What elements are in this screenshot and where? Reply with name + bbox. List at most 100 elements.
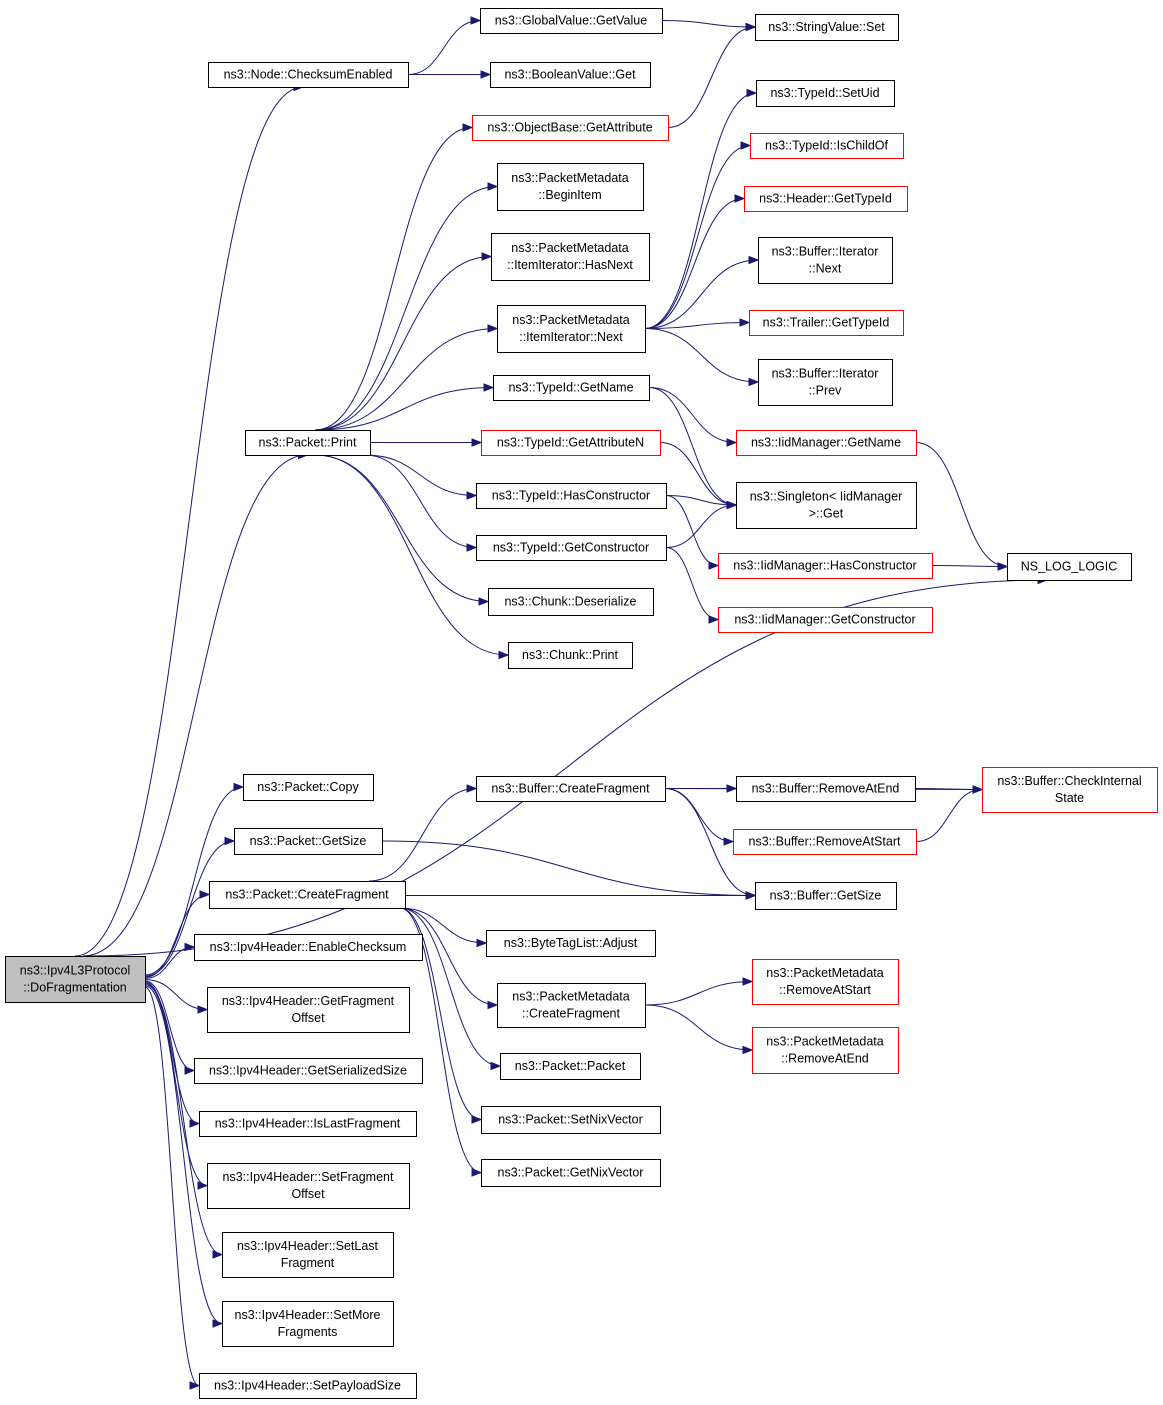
node-ipIsLastFrag[interactable]: ns3::Ipv4Header::IsLastFragment: [199, 1111, 417, 1137]
node-objGetAttr[interactable]: ns3::ObjectBase::GetAttribute: [472, 115, 669, 141]
arrowhead-pmNext-to-typeIsChildOf: [740, 141, 752, 150]
node-chunkDeser[interactable]: ns3::Chunk::Deserialize: [488, 588, 654, 616]
edge-pmNext-to-trailerGetTypeId: [644, 322, 750, 329]
node-typeGetCtor[interactable]: ns3::TypeId::GetConstructor: [476, 535, 667, 561]
node-box-nsLogLogic: [1007, 553, 1132, 581]
node-packetSetNix[interactable]: ns3::Packet::SetNixVector: [481, 1106, 661, 1134]
node-bufIterNext[interactable]: ns3::Buffer::Iterator::Next: [758, 237, 893, 284]
node-bufCreateFrag[interactable]: ns3::Buffer::CreateFragment: [476, 776, 666, 802]
node-label-pmRemoveAtEnd-0: ns3::PacketMetadata: [766, 1035, 883, 1049]
node-label-pmRemoveAtStart-1: ::RemoveAtStart: [779, 983, 871, 997]
edge-root-to-ipIsLastFrag: [144, 981, 200, 1124]
edge-typeHasCtor-to-iidHasCtor: [665, 495, 719, 566]
node-typeHasCtor[interactable]: ns3::TypeId::HasConstructor: [476, 483, 667, 509]
arrowhead-checksumEnabled-to-booleanGet: [480, 70, 492, 79]
node-ipGetSerSize[interactable]: ns3::Ipv4Header::GetSerializedSize: [194, 1058, 423, 1084]
node-typeGetName[interactable]: ns3::TypeId::GetName: [493, 375, 650, 401]
node-iidHasCtor[interactable]: ns3::IidManager::HasConstructor: [718, 553, 933, 579]
node-pmNext[interactable]: ns3::PacketMetadata::ItemIterator::Next: [497, 305, 646, 353]
node-box-bufRemoveAtStart: [733, 829, 917, 855]
node-typeSetUid[interactable]: ns3::TypeId::SetUid: [756, 80, 895, 107]
edge-bufRemoveAtStart-to-bufCheckInternal: [915, 789, 983, 842]
node-packetPrint[interactable]: ns3::Packet::Print: [245, 430, 371, 456]
node-label-iidGetName-0: ns3::IidManager::GetName: [751, 436, 901, 450]
node-box-globalGetValue: [480, 8, 663, 34]
node-checksumEnabled[interactable]: ns3::Node::ChecksumEnabled: [208, 62, 409, 88]
node-label-packetCreateFrag-0: ns3::Packet::CreateFragment: [225, 888, 389, 902]
node-box-iidGetName: [736, 430, 917, 456]
nodes-layer: ns3::Ipv4L3Protocol::DoFragmentationns3:…: [5, 8, 1158, 1399]
node-bufIterPrev[interactable]: ns3::Buffer::Iterator::Prev: [758, 359, 893, 406]
edge-root-to-packetCopy: [144, 786, 244, 976]
node-booleanGet[interactable]: ns3::BooleanValue::Get: [490, 62, 651, 88]
node-singletonGet[interactable]: ns3::Singleton< IidManager >::Get: [736, 482, 917, 529]
node-pmBeginItem[interactable]: ns3::PacketMetadata::BeginItem: [497, 163, 644, 211]
node-nsLogLogic[interactable]: NS_LOG_LOGIC: [1007, 553, 1132, 581]
node-ipSetPayloadSize[interactable]: ns3::Ipv4Header::SetPayloadSize: [199, 1373, 417, 1399]
node-typeIsChildOf[interactable]: ns3::TypeId::IsChildOf: [750, 133, 904, 159]
node-label-root-1: ::DoFragmentation: [23, 981, 127, 995]
node-bufGetSize[interactable]: ns3::Buffer::GetSize: [755, 882, 897, 910]
node-box-byteTagAdjust: [486, 930, 656, 957]
edge-pmCreateFrag-to-pmRemoveAtEnd: [644, 1004, 753, 1051]
node-label-bufGetSize-0: ns3::Buffer::GetSize: [770, 889, 882, 903]
node-label-packetCopy-0: ns3::Packet::Copy: [257, 780, 359, 794]
node-iidGetName[interactable]: ns3::IidManager::GetName: [736, 430, 917, 456]
node-label-typeGetAttrN-0: ns3::TypeId::GetAttributeN: [497, 436, 644, 450]
node-label-bufCheckInternal-1: State: [1055, 791, 1084, 805]
node-pmRemoveAtStart[interactable]: ns3::PacketMetadata::RemoveAtStart: [752, 959, 899, 1005]
node-label-typeSetUid-0: ns3::TypeId::SetUid: [770, 86, 879, 100]
node-packetGetNix[interactable]: ns3::Packet::GetNixVector: [481, 1159, 661, 1187]
arrowhead-pmNext-to-trailerGetTypeId: [739, 318, 751, 327]
node-typeGetAttrN[interactable]: ns3::TypeId::GetAttributeN: [481, 430, 661, 456]
node-byteTagAdjust[interactable]: ns3::ByteTagList::Adjust: [486, 930, 656, 957]
node-globalGetValue[interactable]: ns3::GlobalValue::GetValue: [480, 8, 663, 34]
node-iidGetCtor[interactable]: ns3::IidManager::GetConstructor: [718, 607, 933, 633]
node-ipEnableChecksum[interactable]: ns3::Ipv4Header::EnableChecksum: [194, 934, 423, 961]
edge-packetPrint-to-chunkPrint: [314, 454, 509, 656]
arrowhead-packetPrint-to-chunkDeser: [478, 597, 490, 606]
node-label-pmHasNext-1: ::ItemIterator::HasNext: [507, 258, 633, 272]
node-box-ipSetLastFrag: [222, 1232, 394, 1278]
node-box-ipSetMoreFrags: [222, 1301, 394, 1347]
node-root[interactable]: ns3::Ipv4L3Protocol::DoFragmentation: [5, 956, 146, 1003]
edge-root-to-packetCreateFrag: [144, 894, 210, 978]
node-pmRemoveAtEnd[interactable]: ns3::PacketMetadata::RemoveAtEnd: [752, 1027, 899, 1074]
node-bufRemoveAtStart[interactable]: ns3::Buffer::RemoveAtStart: [733, 829, 917, 855]
node-box-bufIterNext: [758, 237, 893, 284]
node-box-chunkPrint: [508, 642, 633, 669]
arrowhead-checksumEnabled-to-globalGetValue: [470, 16, 482, 25]
node-pmHasNext[interactable]: ns3::PacketMetadata::ItemIterator::HasNe…: [491, 233, 650, 281]
node-box-headerGetTypeId: [744, 186, 908, 212]
node-box-chunkDeser: [488, 588, 654, 616]
node-packetCreateFrag[interactable]: ns3::Packet::CreateFragment: [209, 881, 406, 909]
node-packetCtor[interactable]: ns3::Packet::Packet: [500, 1053, 641, 1080]
edges-layer: [74, 16, 1049, 1390]
node-pmCreateFrag[interactable]: ns3::PacketMetadata::CreateFragment: [497, 983, 646, 1028]
node-bufRemoveAtEnd[interactable]: ns3::Buffer::RemoveAtEnd: [736, 776, 916, 802]
node-label-root-0: ns3::Ipv4L3Protocol: [20, 964, 131, 978]
node-box-typeSetUid: [756, 80, 895, 107]
node-packetGetSize[interactable]: ns3::Packet::GetSize: [234, 828, 383, 855]
arrowhead-root-to-ipSetMoreFrags: [212, 1319, 224, 1328]
node-trailerGetTypeId[interactable]: ns3::Trailer::GetTypeId: [749, 310, 904, 336]
edge-packetGetSize-to-bufGetSize: [381, 840, 756, 896]
node-label-packetGetSize-0: ns3::Packet::GetSize: [250, 834, 367, 848]
edge-objGetAttr-to-stringSet: [667, 26, 756, 128]
edge-packetPrint-to-typeHasCtor: [364, 454, 477, 496]
arrowhead-root-to-ipSetFragOffset: [197, 1181, 209, 1190]
node-box-pmBeginItem: [497, 163, 644, 211]
node-headerGetTypeId[interactable]: ns3::Header::GetTypeId: [744, 186, 908, 212]
node-stringSet[interactable]: ns3::StringValue::Set: [755, 14, 899, 41]
node-packetCopy[interactable]: ns3::Packet::Copy: [243, 774, 374, 801]
node-box-pmRemoveAtStart: [752, 959, 899, 1005]
node-chunkPrint[interactable]: ns3::Chunk::Print: [508, 642, 633, 669]
node-box-objGetAttr: [472, 115, 669, 141]
node-box-bufIterPrev: [758, 359, 893, 406]
edge-packetCreateFrag-to-byteTagAdjust: [399, 907, 487, 944]
